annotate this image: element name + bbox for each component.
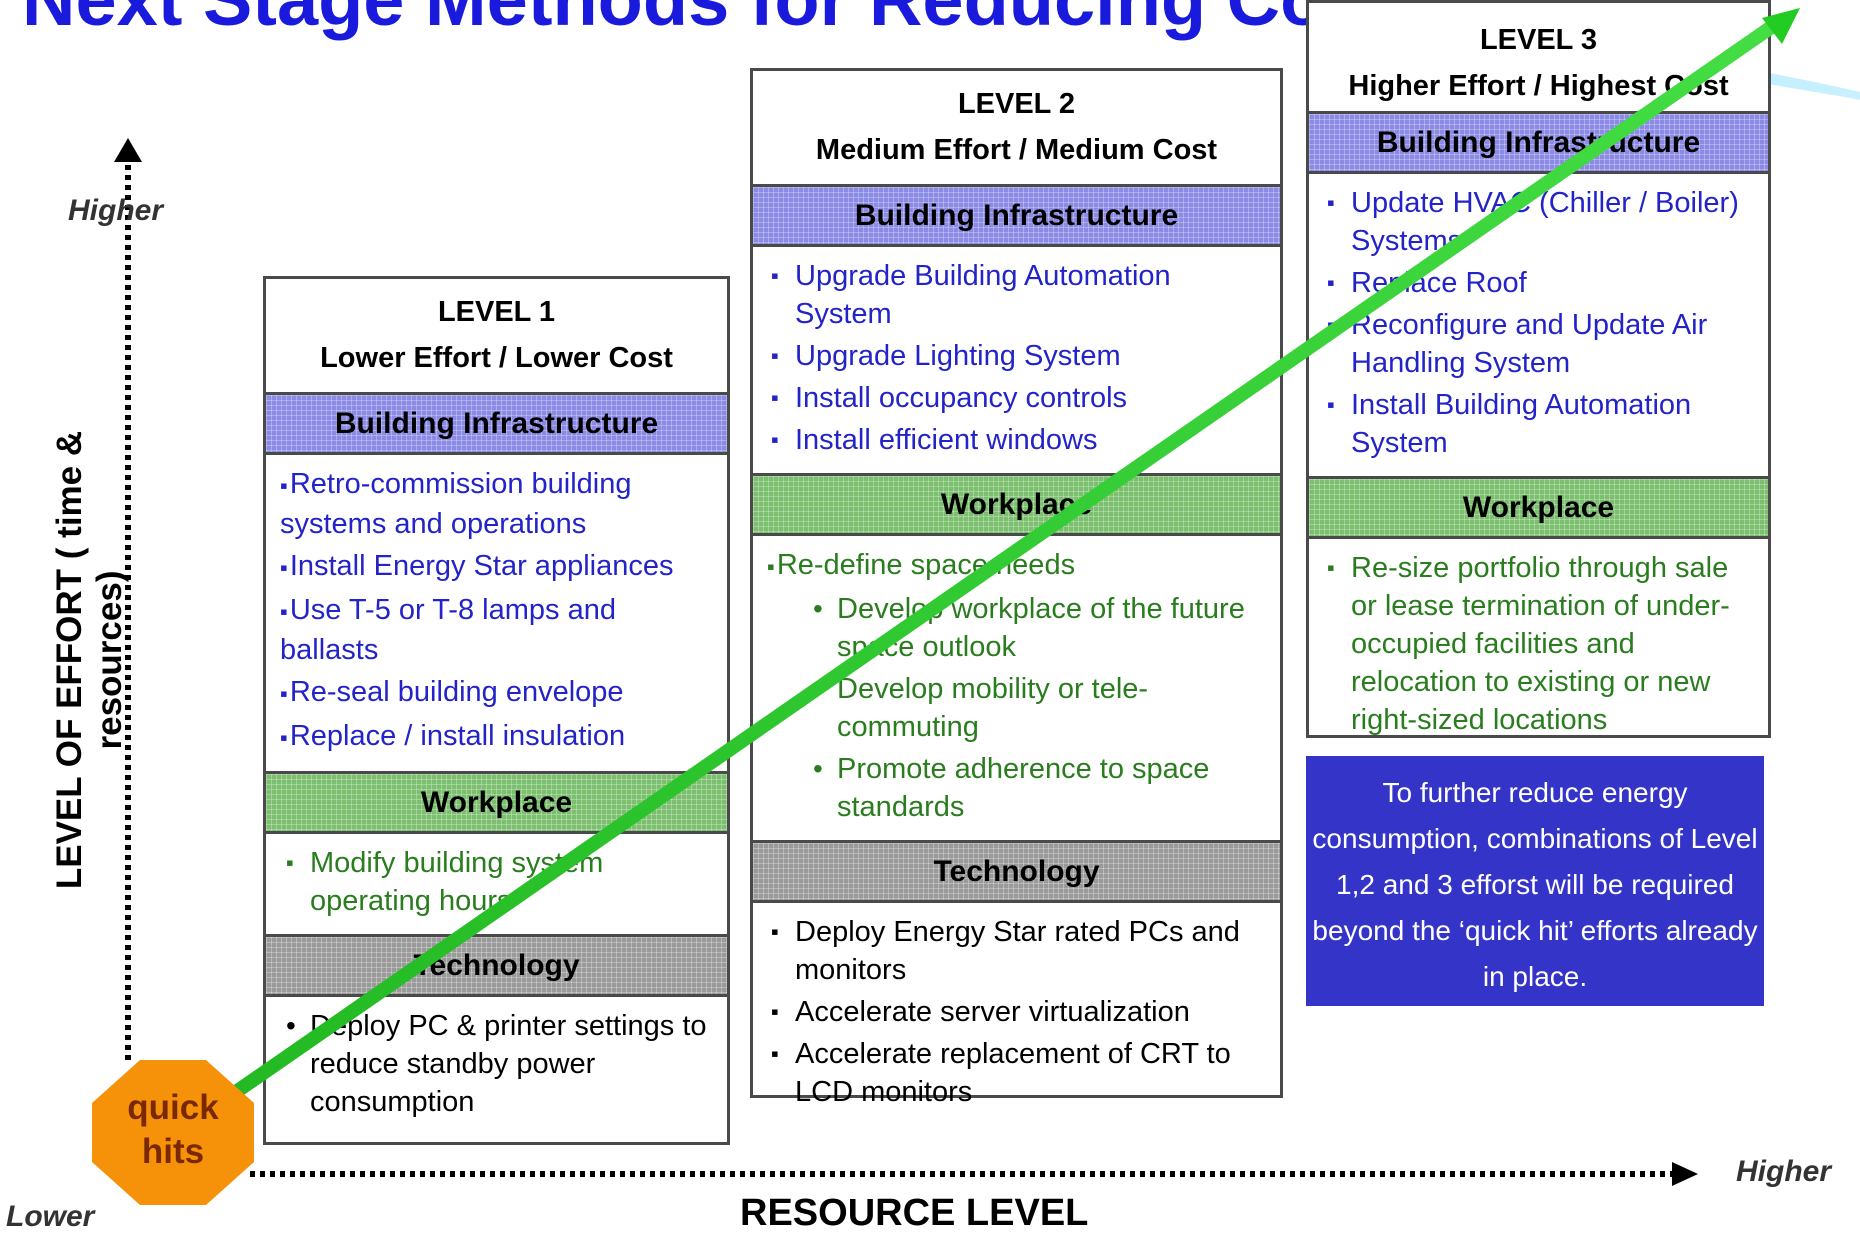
- level1-title: LEVEL 1: [437, 296, 556, 328]
- list-item: Update HVAC (Chiller / Boiler) Systems: [1327, 184, 1756, 260]
- list-item: Install occupancy controls: [771, 379, 1268, 417]
- list-item: Deploy Energy Star rated PCs and monitor…: [771, 913, 1268, 989]
- list-item: Replace Roof: [1327, 264, 1756, 302]
- list-item: Install efficient windows: [771, 421, 1268, 459]
- level3-title: LEVEL 3: [1479, 24, 1598, 56]
- level2-building-header: Building Infrastructure: [753, 184, 1280, 247]
- list-item: Deploy PC & printer settings to reduce s…: [286, 1007, 715, 1121]
- list-item: Develop mobility or tele-commuting: [813, 670, 1272, 746]
- level2-building-list: Upgrade Building Automation System Upgra…: [753, 247, 1280, 473]
- level3-building-header: Building Infrastructure: [1309, 111, 1768, 174]
- level2-technology-header: Technology: [753, 840, 1280, 903]
- list-item: Reconfigure and Update Air Handling Syst…: [1327, 306, 1756, 382]
- level3-workplace-header: Workplace: [1309, 476, 1768, 539]
- x-axis-low-label: Lower: [6, 1200, 95, 1233]
- list-item: Retro-commission building systems and op…: [280, 465, 719, 543]
- level1-building-header: Building Infrastructure: [266, 392, 727, 455]
- y-axis-arrowhead: [114, 138, 142, 162]
- level1-technology-list: Deploy PC & printer settings to reduce s…: [266, 997, 727, 1135]
- list-item: Re-define space needs: [767, 546, 1272, 586]
- level3-workplace-list: Re-size portfolio through sale or lease …: [1309, 539, 1768, 753]
- level2-workplace-list: Re-define space needs: [753, 536, 1280, 586]
- quick-hits-label: quick hits: [127, 1088, 219, 1171]
- list-item: Promote adherence to space standards: [813, 750, 1272, 826]
- list-item: Accelerate replacement of CRT to LCD mon…: [771, 1035, 1268, 1111]
- y-axis-high-label: Higher: [68, 194, 164, 227]
- level3-card: LEVEL 3 Higher Effort / Highest Cost Bui…: [1306, 0, 1771, 738]
- level3-effort: Higher Effort / Highest Cost: [1348, 70, 1729, 102]
- x-axis-label: RESOURCE LEVEL: [740, 1192, 1089, 1234]
- level2-workplace-header: Workplace: [753, 473, 1280, 536]
- list-item: Replace / install insulation: [280, 717, 719, 757]
- list-item: Install Energy Star appliances: [280, 547, 719, 587]
- list-item: Upgrade Lighting System: [771, 337, 1268, 375]
- list-item: Modify building system operating hours: [286, 844, 715, 920]
- level2-card: LEVEL 2 Medium Effort / Medium Cost Buil…: [750, 68, 1283, 1108]
- list-item: Re-size portfolio through sale or lease …: [1327, 549, 1756, 739]
- list-item: Develop workplace of the future space ou…: [813, 590, 1272, 666]
- list-item: Upgrade Building Automation System: [771, 257, 1268, 333]
- level2-workplace-sublist: Develop workplace of the future space ou…: [753, 590, 1280, 840]
- y-axis-label: LEVEL OF EFFORT ( time & resources): [50, 430, 129, 890]
- level2-effort: Medium Effort / Medium Cost: [815, 134, 1218, 166]
- level1-workplace-header: Workplace: [266, 771, 727, 834]
- list-item: Use T-5 or T-8 lamps and ballasts: [280, 591, 719, 669]
- level1-card: LEVEL 1 Lower Effort / Lower Cost Buildi…: [263, 276, 730, 1145]
- level2-technology-list: Deploy Energy Star rated PCs and monitor…: [753, 903, 1280, 1125]
- level2-title: LEVEL 2: [957, 88, 1076, 120]
- level1-building-list: Retro-commission building systems and op…: [266, 455, 727, 771]
- note-box: To further reduce energy consumption, co…: [1306, 756, 1764, 1006]
- level1-workplace-list: Modify building system operating hours: [266, 834, 727, 934]
- level1-effort: Lower Effort / Lower Cost: [320, 342, 673, 374]
- level3-building-list: Update HVAC (Chiller / Boiler) Systems R…: [1309, 174, 1768, 476]
- level1-technology-header: Technology: [266, 934, 727, 997]
- list-item: Install Building Automation System: [1327, 386, 1756, 462]
- list-item: Re-seal building envelope: [280, 673, 719, 713]
- x-axis-arrowhead: [1672, 1162, 1698, 1186]
- x-axis-high-label: Higher: [1736, 1155, 1832, 1188]
- list-item: Accelerate server virtualization: [771, 993, 1268, 1031]
